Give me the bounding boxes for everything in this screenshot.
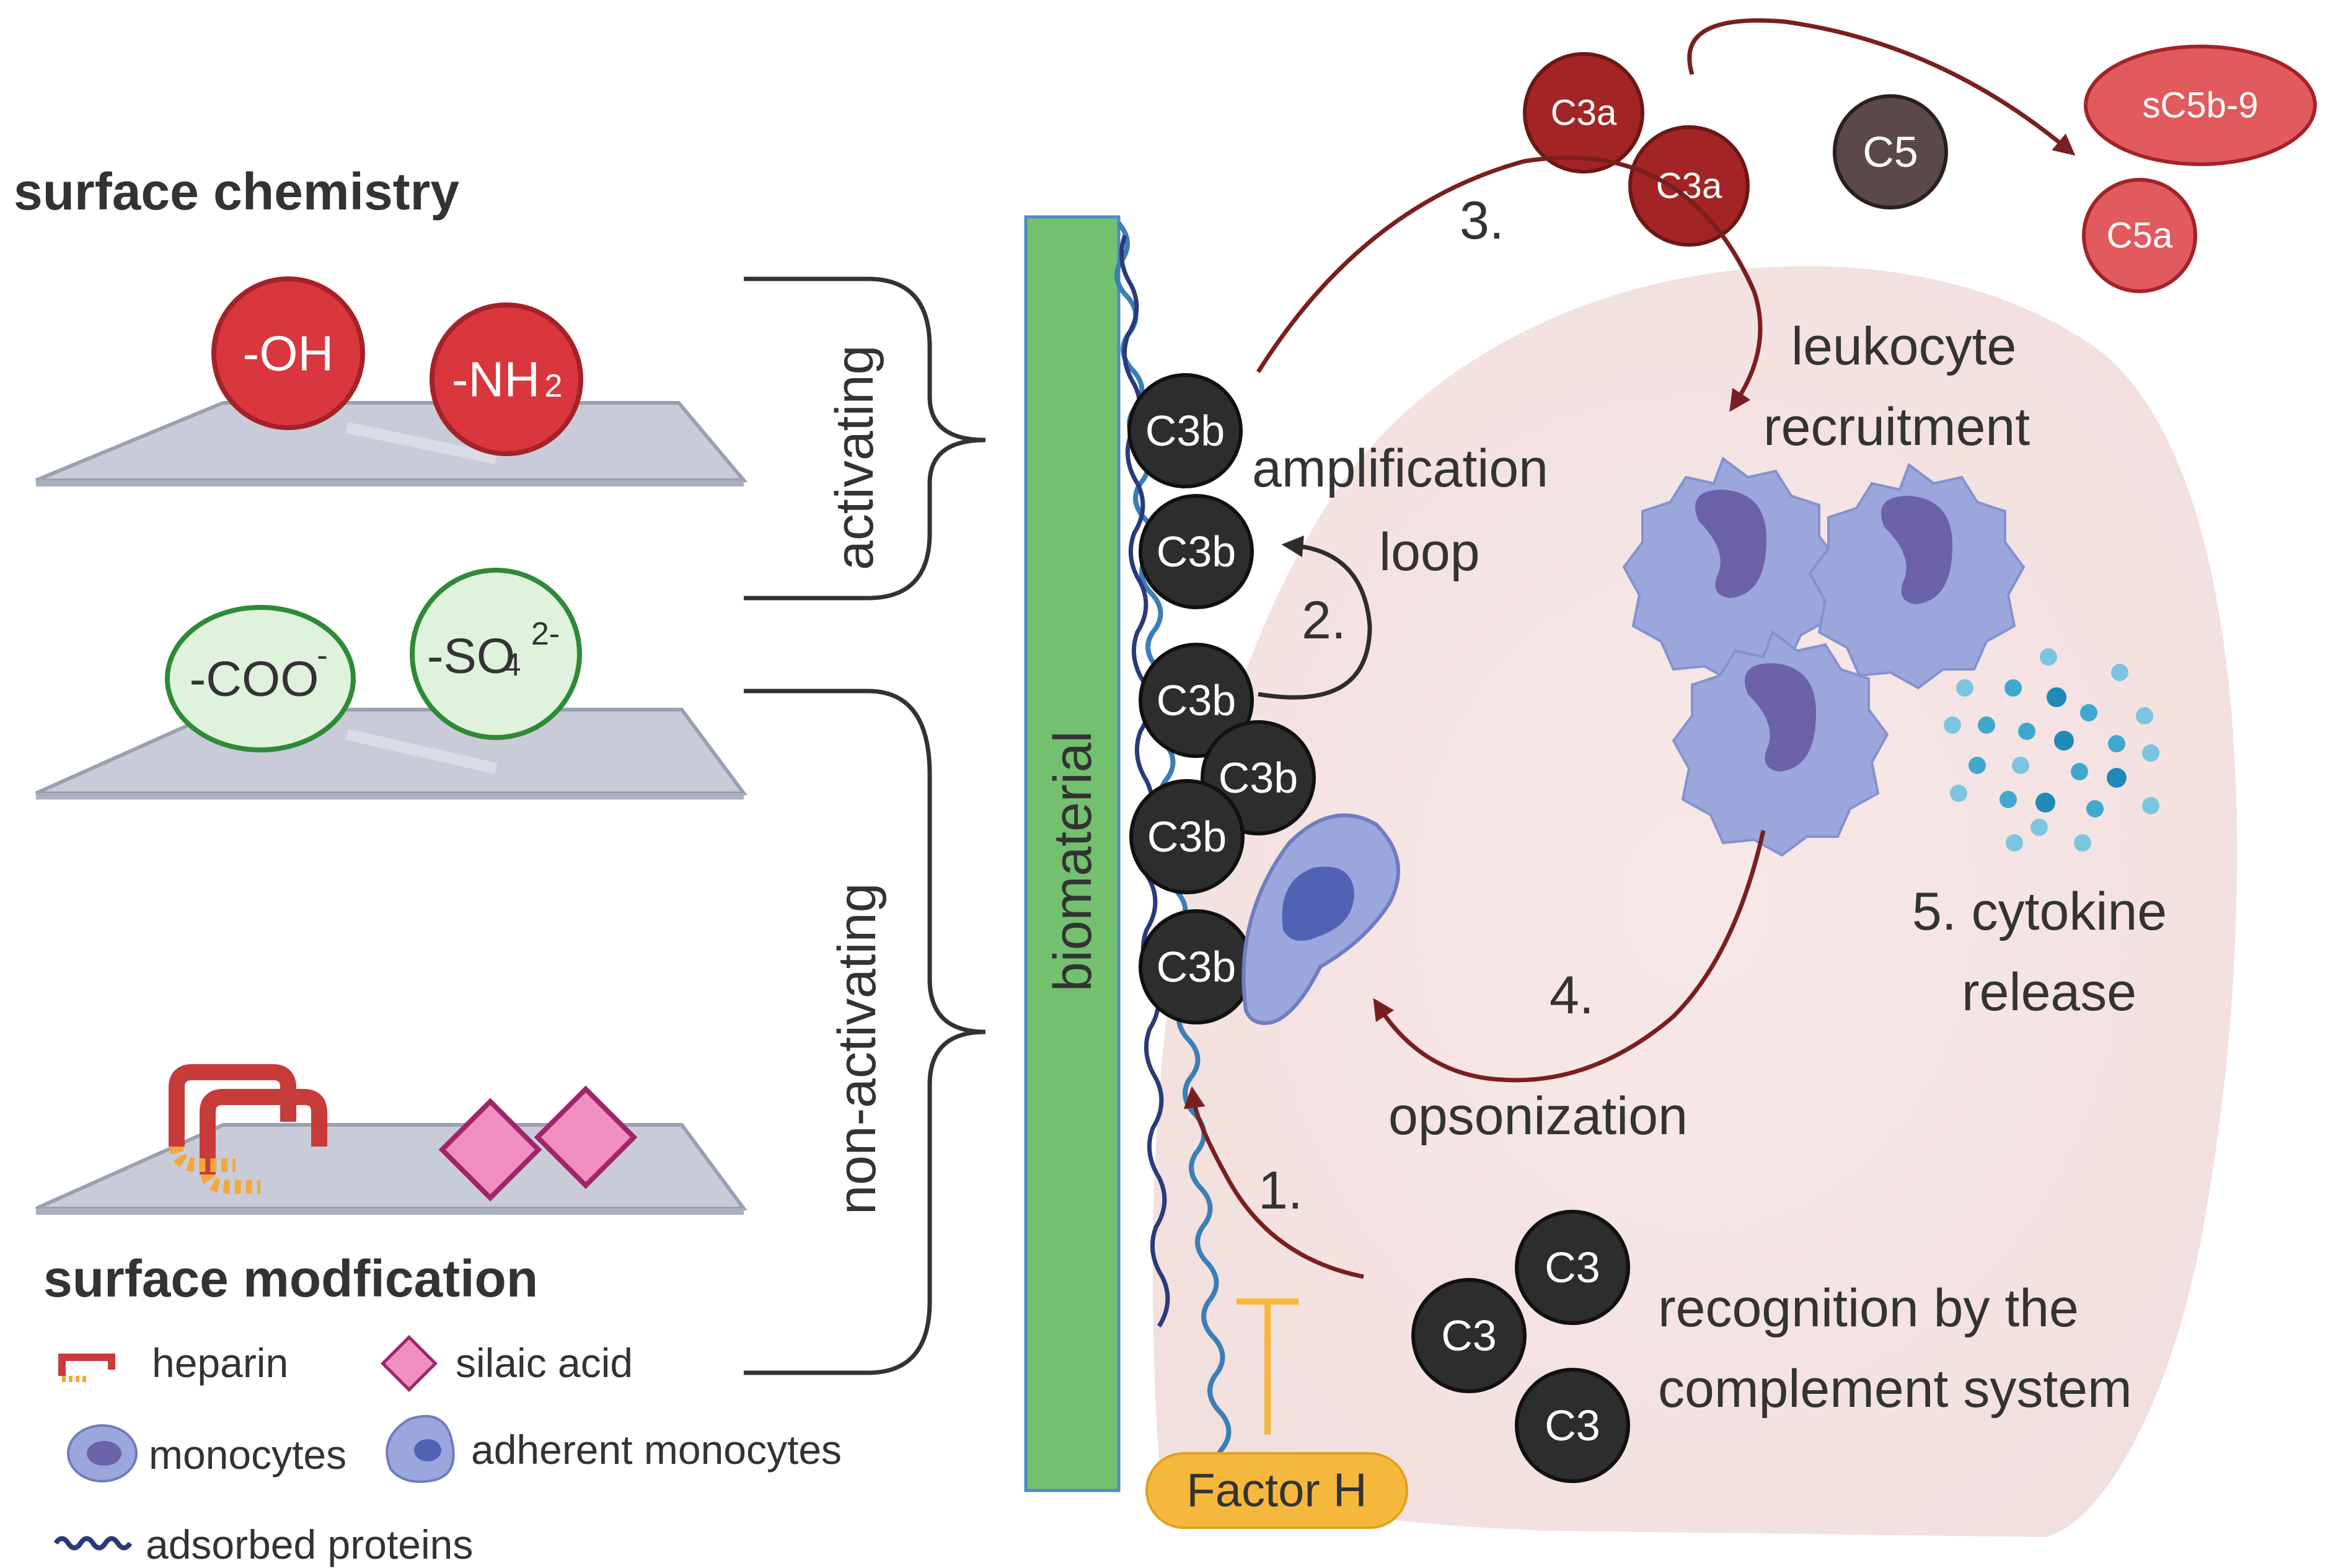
c3b-label-4: C3b xyxy=(1219,754,1298,802)
c3b-cluster: C3b C3b C3b C3b C3b C3b xyxy=(1127,373,1316,1024)
amine-group: -NH 2 xyxy=(430,302,583,456)
legend-silaic-acid: silaic acid xyxy=(456,1340,633,1386)
amplification-loop-arrow xyxy=(1258,535,1372,700)
sulfate-group: -SO 4 2- xyxy=(410,568,582,740)
sialic-acid-legend-icon xyxy=(381,1335,438,1392)
activating-plate xyxy=(35,401,748,487)
biomaterial-label: biomaterial xyxy=(1043,731,1103,992)
modified-plate xyxy=(35,1123,747,1215)
c3b-label-1: C3b xyxy=(1145,407,1225,455)
non-activating-plate xyxy=(35,708,747,799)
activating-brace xyxy=(744,276,986,601)
factor-h-inhibitor: Factor H xyxy=(1145,1298,1408,1529)
opsonization-arrow xyxy=(1373,830,1766,1083)
carboxylate-charge: - xyxy=(317,638,327,674)
c3-label-3: C3 xyxy=(1545,1401,1600,1450)
legend-monocytes: monocytes xyxy=(149,1432,346,1478)
adherent-monocyte xyxy=(1241,813,1400,1025)
carboxylate-label: -COO xyxy=(190,651,319,707)
legend-heparin: heparin xyxy=(152,1340,288,1386)
sulfate-charge: 2- xyxy=(531,616,560,652)
sulfate-subscript: 4 xyxy=(503,647,521,683)
heparin-molecule xyxy=(169,1064,327,1194)
recruitment-arrow xyxy=(1256,155,1763,412)
carboxylate-group: -COO - xyxy=(165,605,356,752)
step-2-label: 2. xyxy=(1302,591,1346,650)
legend-adherent-monocytes: adherent monocytes xyxy=(471,1427,842,1473)
cytokine-dots xyxy=(1944,648,2159,852)
non-activating-brace xyxy=(744,689,986,1375)
monocyte-2 xyxy=(1808,462,2026,690)
non-activating-label: non-activating xyxy=(827,883,887,1215)
recognition-label-1: recognition by the xyxy=(1658,1279,2079,1338)
amplification-label-2: loop xyxy=(1379,522,1480,582)
recognition-arrow xyxy=(1183,1086,1364,1279)
legend-adsorbed-proteins: adsorbed proteins xyxy=(146,1522,473,1567)
amine-subscript: 2 xyxy=(545,368,563,404)
cytokine-label-2: release xyxy=(1962,962,2136,1022)
c3b-label-3: C3b xyxy=(1157,676,1236,725)
c3b-label-5: C3b xyxy=(1147,813,1227,861)
surface-chemistry-title: surface chemistry xyxy=(14,162,459,221)
leukocyte-label-1: leukocyte xyxy=(1791,317,2016,376)
amplification-label-1: amplification xyxy=(1252,439,1548,498)
legend: heparin silaic acid monocytes adherent m… xyxy=(53,1335,842,1567)
c3a-molecule-1: C3a xyxy=(1523,52,1644,174)
factor-h-label: Factor H xyxy=(1186,1464,1367,1517)
step-1-label: 1. xyxy=(1258,1161,1303,1220)
adsorbed-protein-legend-icon xyxy=(53,1536,133,1551)
leukocyte-label-2: recruitment xyxy=(1763,397,2030,457)
c3a-molecule-2: C3a xyxy=(1628,125,1750,247)
amine-label: -NH xyxy=(452,352,540,407)
c3a-label-1: C3a xyxy=(1551,93,1617,133)
c3b-label-2: C3b xyxy=(1157,527,1236,576)
c3-molecules: C3 C3 C3 xyxy=(1411,1210,1630,1483)
c5a-molecule: C5a xyxy=(2082,178,2197,293)
surface-modification-title: surface modfication xyxy=(43,1249,538,1308)
opsonization-label: opsonization xyxy=(1388,1086,1688,1146)
biomaterial-bar xyxy=(1024,215,1121,1492)
sc5b9-molecule: sC5b-9 xyxy=(2084,45,2317,166)
c5-label: C5 xyxy=(1863,128,1918,176)
monocyte-3 xyxy=(1672,630,1889,857)
heparin-legend-icon xyxy=(58,1354,115,1376)
recognition-label-2: complement system xyxy=(1658,1359,2132,1419)
sc5b9-label: sC5b-9 xyxy=(2143,86,2259,126)
c3b-label-6: C3b xyxy=(1157,943,1236,991)
c3-label-1: C3 xyxy=(1545,1243,1600,1292)
c3-label-2: C3 xyxy=(1441,1311,1496,1360)
hydroxyl-label: -OH xyxy=(243,326,334,381)
step-4-label: 4. xyxy=(1550,966,1594,1025)
cytokine-label-1: 5. cytokine xyxy=(1912,882,2167,941)
c5-molecule: C5 xyxy=(1833,94,1948,209)
c5a-label: C5a xyxy=(2107,216,2173,256)
activating-label: activating xyxy=(825,345,884,570)
c5-cleavage-arrow xyxy=(1687,18,2076,156)
step-3-label: 3. xyxy=(1460,191,1504,250)
hydroxyl-group: -OH xyxy=(211,276,365,430)
monocyte-1 xyxy=(1622,456,1840,684)
sialic-acid-molecules xyxy=(438,1085,638,1202)
sulfate-label: -SO xyxy=(427,628,515,684)
